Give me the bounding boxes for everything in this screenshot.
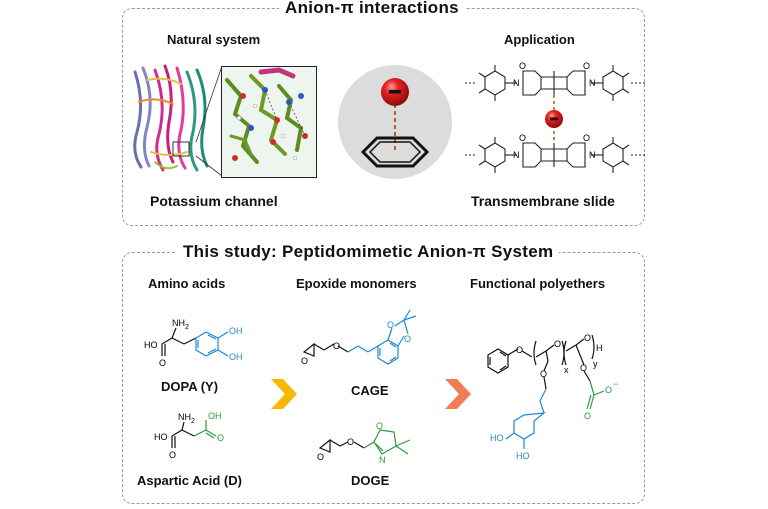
asp-nh-sub: 2 bbox=[191, 418, 195, 425]
transmembrane-slide-label: Transmembrane slide bbox=[471, 193, 615, 209]
application-label: Application bbox=[504, 32, 575, 47]
transmembrane-slide-structure: O O N N O O N N bbox=[465, 61, 645, 173]
zoom-lines bbox=[195, 65, 223, 177]
dopa-ho: HO bbox=[144, 340, 158, 350]
asp-nh: NH bbox=[178, 412, 191, 422]
pe-ho-2: HO bbox=[516, 451, 530, 461]
pe-o-3: O bbox=[584, 333, 591, 343]
epoxide-monomers-label: Epoxide monomers bbox=[296, 276, 417, 291]
asp-ho: HO bbox=[154, 432, 168, 442]
cage-o-4: O bbox=[404, 334, 411, 344]
pe-o-6: O bbox=[584, 411, 591, 421]
dopa-o: O bbox=[159, 358, 166, 368]
pe-o-4: O bbox=[540, 369, 547, 379]
binding-site-zoom-image bbox=[221, 66, 317, 178]
aspartic-acid-label: Aspartic Acid (D) bbox=[137, 473, 242, 488]
doge-o-1: O bbox=[317, 452, 324, 462]
pe-x: x bbox=[564, 365, 569, 375]
dopa-nh: NH bbox=[172, 318, 185, 328]
functional-polyethers-label: Functional polyethers bbox=[470, 276, 606, 291]
cage-structure: O O O O bbox=[301, 309, 417, 366]
slide-o-1: O bbox=[519, 61, 526, 71]
slide-n-2: N bbox=[589, 78, 596, 88]
asp-o-2: O bbox=[217, 433, 224, 443]
asp-oh: OH bbox=[208, 411, 222, 421]
doge-n: N bbox=[379, 455, 386, 465]
potassium-channel-label: Potassium channel bbox=[150, 193, 278, 209]
aspartic-acid-structure: NH 2 HO O OH O bbox=[154, 411, 224, 460]
pe-h: H bbox=[596, 343, 603, 353]
pe-minus: − bbox=[613, 379, 618, 389]
potassium-channel-protein-image bbox=[133, 64, 209, 172]
cage-o-1: O bbox=[301, 356, 308, 366]
dopa-structure: NH 2 HO O OH OH bbox=[144, 318, 243, 368]
top-panel-title: Anion-π interactions bbox=[279, 0, 465, 18]
natural-system-label: Natural system bbox=[167, 32, 261, 47]
arrow-orange bbox=[445, 379, 471, 409]
pe-o-1: O bbox=[516, 345, 523, 355]
bottom-panel-title: This study: Peptidomimetic Anion-π Syste… bbox=[177, 242, 560, 262]
cage-o-3: O bbox=[387, 320, 394, 330]
dopa-label: DOPA (Y) bbox=[161, 379, 219, 394]
anion-pi-icon bbox=[338, 65, 452, 179]
pe-o-7: O bbox=[605, 385, 612, 395]
slide-o-3: O bbox=[519, 133, 526, 143]
pe-y: y bbox=[593, 359, 598, 369]
cage-o-2: O bbox=[333, 341, 340, 351]
doge-structure: O O O N bbox=[317, 421, 411, 465]
cage-label: CAGE bbox=[351, 383, 389, 398]
slide-n-4: N bbox=[589, 150, 596, 160]
doge-o-3: O bbox=[376, 421, 383, 431]
functional-polyether-structure: O O O x y H O O HO HO O O − bbox=[487, 333, 618, 461]
slide-o-4: O bbox=[583, 133, 590, 143]
doge-o-2: O bbox=[347, 437, 354, 447]
slide-o-2: O bbox=[583, 61, 590, 71]
doge-label: DOGE bbox=[351, 473, 390, 488]
pe-o-5: O bbox=[580, 363, 587, 373]
slide-n-1: N bbox=[513, 78, 520, 88]
pe-o-2: O bbox=[554, 339, 561, 349]
dopa-oh-1: OH bbox=[229, 326, 243, 336]
pe-ho-1: HO bbox=[490, 433, 504, 443]
arrow-yellow bbox=[271, 379, 297, 409]
dopa-oh-2: OH bbox=[229, 352, 243, 362]
asp-o: O bbox=[169, 450, 176, 460]
dopa-nh-sub: 2 bbox=[185, 324, 189, 331]
amino-acids-label: Amino acids bbox=[148, 276, 226, 291]
slide-n-3: N bbox=[513, 150, 520, 160]
